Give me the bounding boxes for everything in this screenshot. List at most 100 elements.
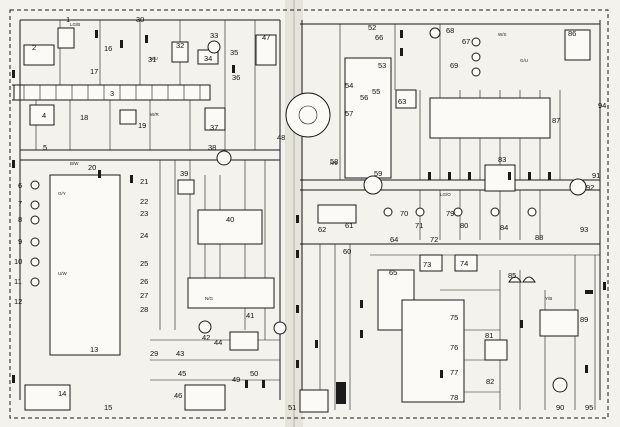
label-30: 30 [136, 15, 144, 24]
label-48: 48 [277, 133, 285, 142]
label-57: 57 [345, 109, 353, 118]
label-50: 50 [250, 369, 258, 378]
label-15: 15 [104, 403, 112, 412]
label-88: 88 [535, 233, 543, 242]
label-89: 89 [580, 315, 588, 324]
lamps-and-gauges [30, 27, 587, 393]
label-65: 65 [389, 268, 397, 277]
label-35: 35 [230, 48, 238, 57]
component-numbers-right: 52 53 54 55 56 57 58 59 60 61 62 63 64 6… [318, 23, 606, 412]
svg-text:N/U: N/U [150, 56, 158, 61]
component-73 [419, 254, 443, 272]
label-61: 61 [345, 221, 353, 230]
label-94: 94 [598, 101, 606, 110]
label-77: 77 [450, 368, 458, 377]
label-36: 36 [232, 73, 240, 82]
components-left-page [23, 27, 277, 411]
label-37: 37 [210, 123, 218, 132]
label-34: 34 [204, 54, 212, 63]
label-27: 27 [140, 291, 148, 300]
label-70: 70 [400, 209, 408, 218]
component-57-switch-panel [429, 97, 551, 139]
label-56: 56 [360, 93, 368, 102]
component-86 [564, 29, 591, 61]
component-81 [484, 339, 508, 361]
label-76: 76 [450, 343, 458, 352]
component-48-distributor [285, 92, 331, 138]
component-41 [187, 277, 275, 309]
diagram-border [9, 9, 609, 419]
component-39 [177, 179, 195, 195]
label-7: 7 [18, 199, 22, 208]
label-92: 92 [586, 183, 594, 192]
label-49: 49 [232, 375, 240, 384]
svg-text:B/W: B/W [70, 161, 79, 166]
label-20: 20 [88, 163, 96, 172]
label-2: 2 [32, 43, 36, 52]
label-63: 63 [398, 97, 406, 106]
svg-text:G/U: G/U [520, 58, 528, 63]
label-86: 86 [568, 29, 576, 38]
label-53: 53 [378, 61, 386, 70]
label-43: 43 [176, 349, 184, 358]
label-8: 8 [18, 215, 22, 224]
label-12: 12 [14, 297, 22, 306]
label-19: 19 [138, 121, 146, 130]
svg-text:U/W: U/W [58, 271, 68, 276]
component-44 [229, 331, 259, 351]
label-39: 39 [180, 169, 188, 178]
component-37 [204, 107, 226, 131]
label-47: 47 [262, 33, 270, 42]
label-5: 5 [43, 143, 47, 152]
component-32 [171, 41, 189, 63]
label-28: 28 [140, 305, 148, 314]
label-18: 18 [80, 113, 88, 122]
label-87: 87 [552, 116, 560, 125]
component-13 [49, 174, 121, 356]
svg-text:Y/B: Y/B [545, 296, 552, 301]
label-64: 64 [390, 235, 398, 244]
label-78: 78 [450, 393, 458, 402]
label-93: 93 [580, 225, 588, 234]
svg-text:G/Y: G/Y [58, 191, 66, 196]
label-60: 60 [343, 247, 351, 256]
label-46: 46 [174, 391, 182, 400]
label-62: 62 [318, 225, 326, 234]
label-25: 25 [140, 259, 148, 268]
component-51 [299, 389, 329, 413]
label-24: 24 [140, 231, 148, 240]
component-75-78-group [401, 299, 465, 403]
label-26: 26 [140, 277, 148, 286]
label-66: 66 [375, 33, 383, 42]
label-9: 9 [18, 237, 22, 246]
label-14: 14 [58, 389, 66, 398]
label-81: 81 [485, 331, 493, 340]
label-74: 74 [460, 259, 468, 268]
label-85: 85 [508, 271, 516, 280]
label-91: 91 [592, 171, 600, 180]
component-1 [57, 27, 75, 49]
component-19 [119, 109, 137, 125]
label-41: 41 [246, 311, 254, 320]
label-79: 79 [446, 209, 454, 218]
label-17: 17 [90, 67, 98, 76]
component-46 [184, 384, 226, 411]
component-47 [255, 34, 277, 66]
label-58: 58 [330, 157, 338, 166]
label-54: 54 [345, 81, 353, 90]
label-11: 11 [14, 277, 22, 286]
fuses-and-connectors [12, 30, 606, 404]
label-67: 67 [462, 37, 470, 46]
label-23: 23 [140, 209, 148, 218]
label-59: 59 [374, 169, 382, 178]
label-29: 29 [150, 349, 158, 358]
component-34 [197, 49, 219, 65]
label-40: 40 [226, 215, 234, 224]
svg-text:W/S: W/S [498, 32, 507, 37]
component-numbers-left: 1 2 3 4 5 6 7 8 9 10 11 12 13 14 15 16 1… [14, 15, 296, 412]
label-32: 32 [176, 41, 184, 50]
label-33: 33 [210, 31, 218, 40]
svg-text:LG/O: LG/O [440, 192, 451, 197]
